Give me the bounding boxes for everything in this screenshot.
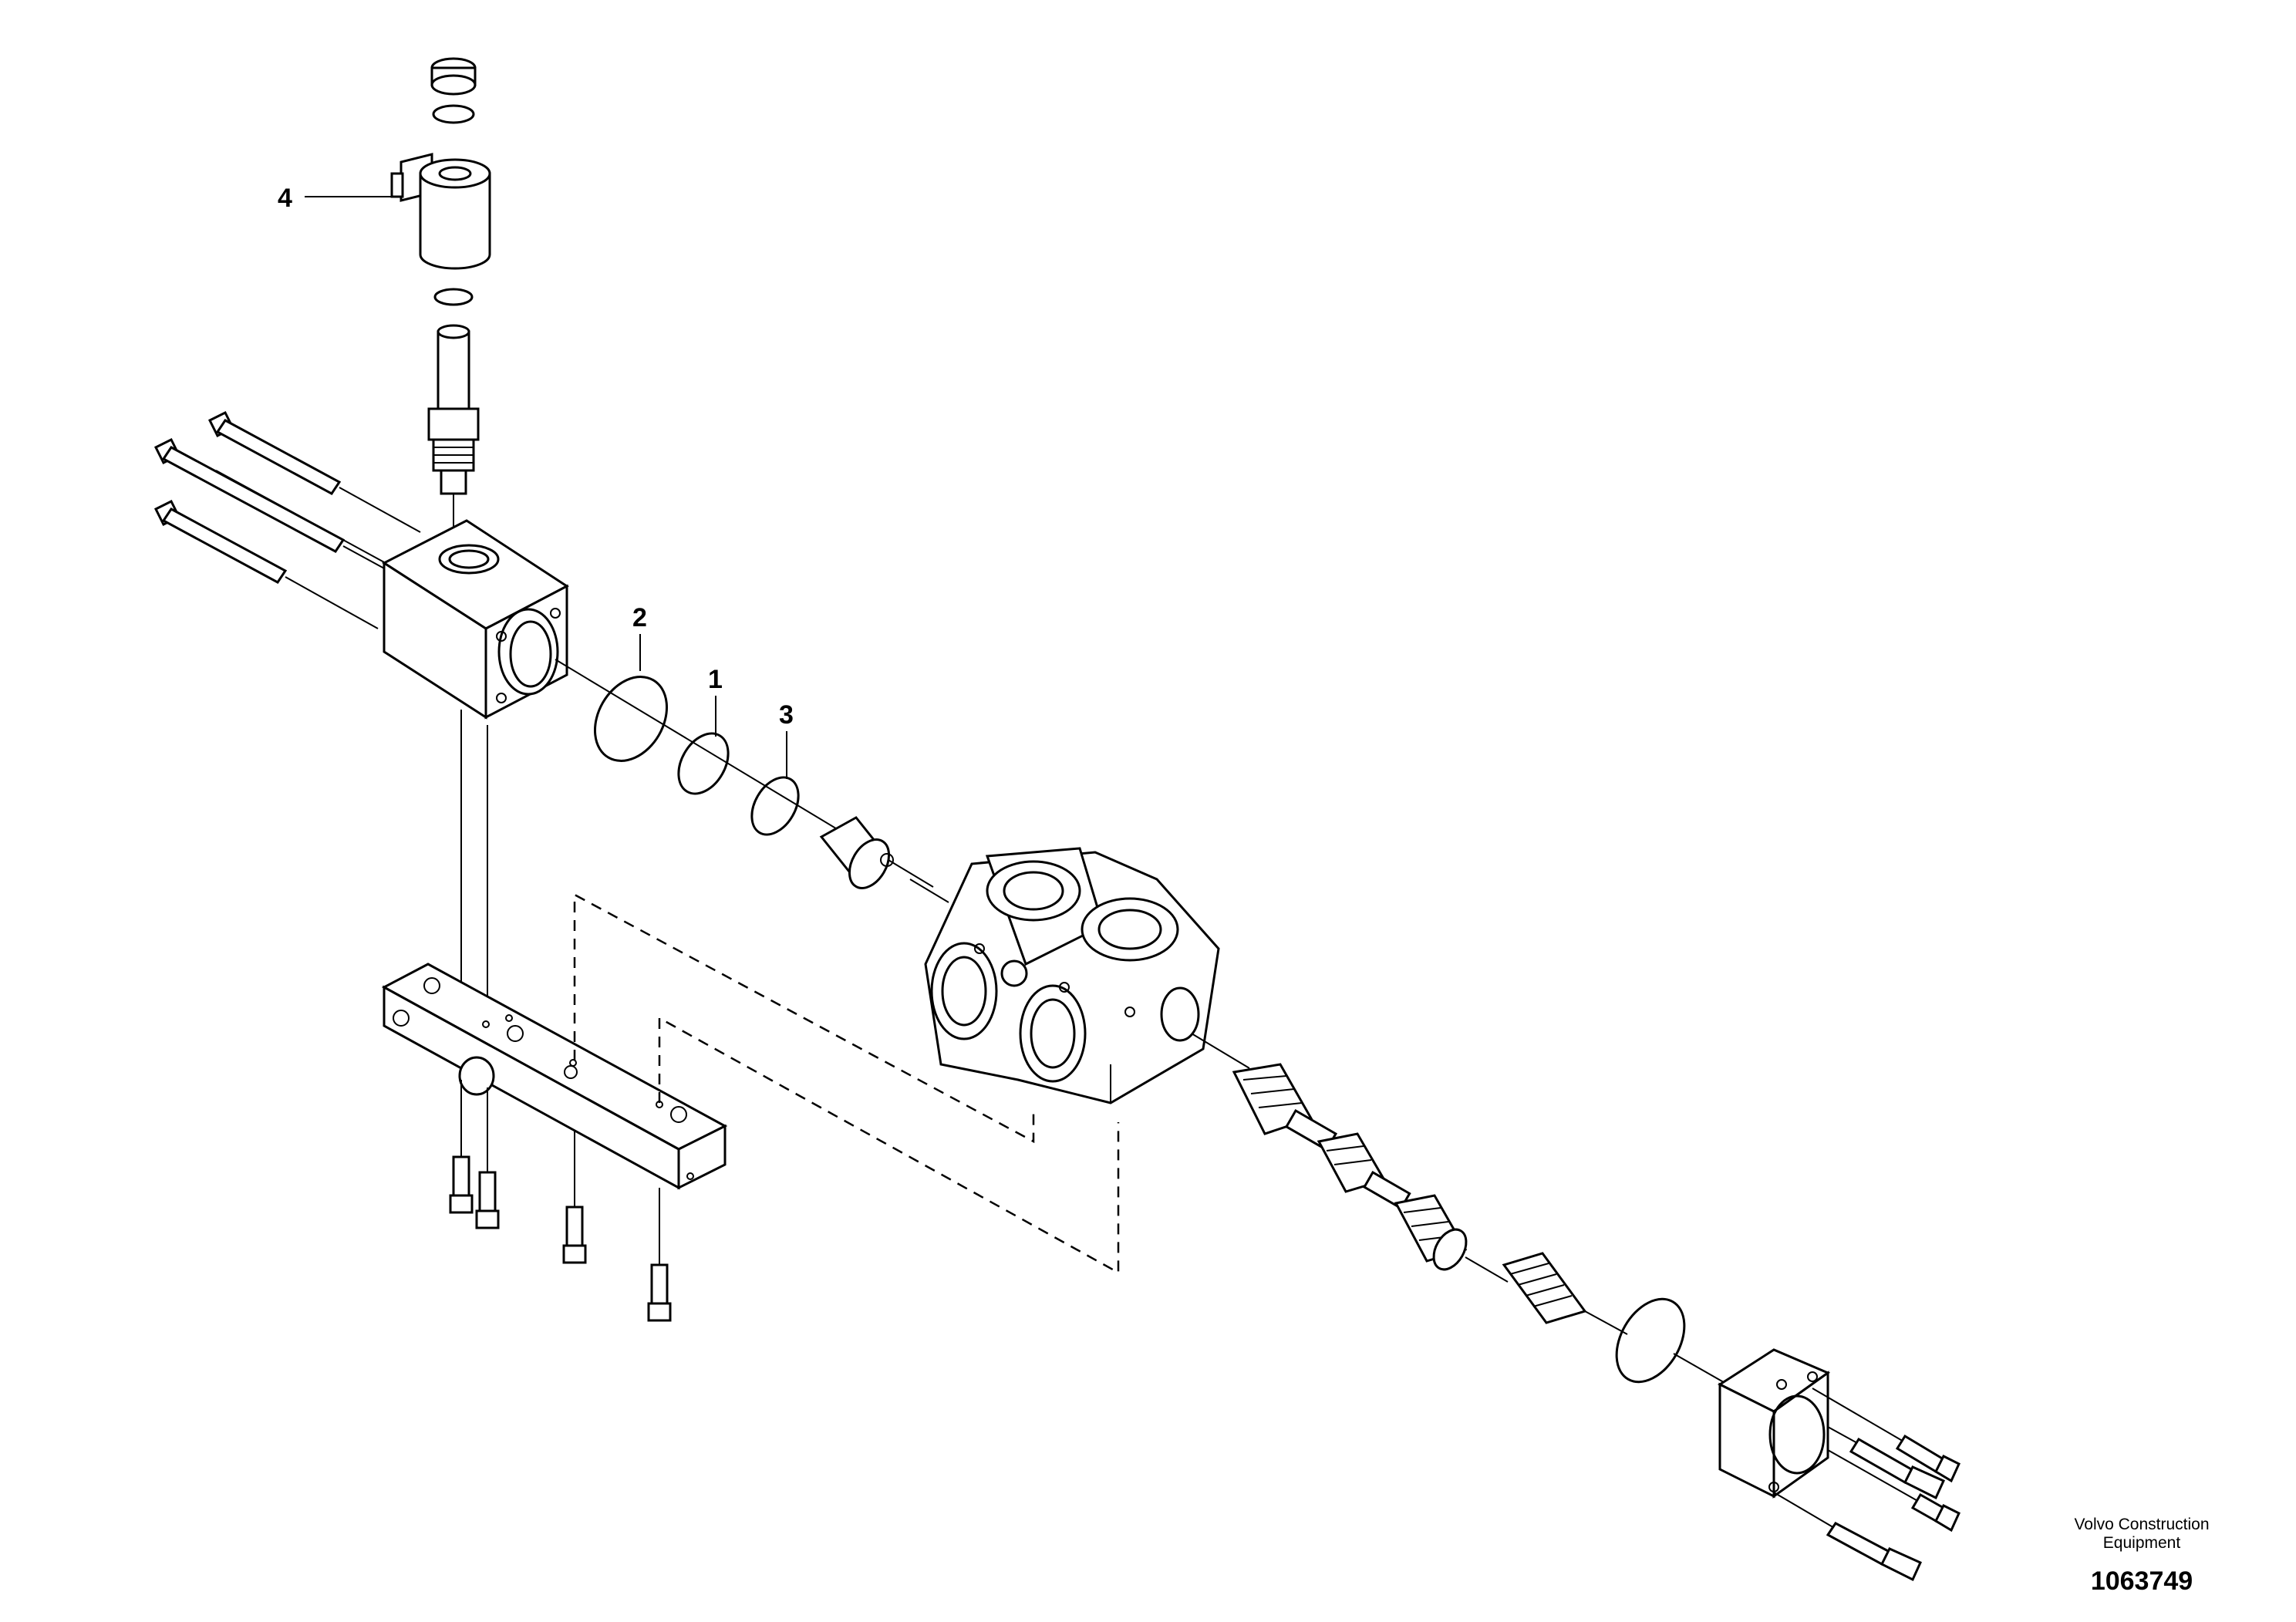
spool	[1232, 1063, 1468, 1271]
solenoid-housing-block	[382, 519, 569, 720]
end-cap-bolt	[1827, 1449, 1961, 1533]
o-ring-lower	[433, 288, 474, 306]
assembly-line-dashed	[658, 1016, 1120, 1275]
assembly-line-dashed	[573, 892, 1035, 1144]
end-cap	[1717, 1348, 1831, 1499]
o-ring-right	[1615, 1297, 1686, 1384]
long-bolt	[153, 437, 386, 570]
callout-label-4: 4	[278, 184, 292, 213]
solenoid-coil	[390, 153, 491, 270]
o-ring-2	[593, 676, 669, 762]
company-name-line1: Volvo Construction	[2074, 1516, 2210, 1533]
plug	[819, 816, 894, 889]
knurled-nut	[430, 57, 477, 96]
callout-label-2: 2	[632, 603, 647, 632]
long-bolt	[153, 499, 379, 629]
spring	[1502, 1252, 1587, 1324]
solenoid-assembly	[390, 57, 491, 540]
mounting-rail	[381, 963, 728, 1190]
end-cap-bolt	[1827, 1426, 1945, 1500]
o-ring-1	[677, 732, 730, 795]
end-cap-bolt	[1812, 1388, 1961, 1483]
callout-label-1: 1	[708, 665, 723, 694]
publisher-block: Volvo Construction Equipment 1063749	[2041, 1516, 2242, 1597]
end-cap-bolts	[1773, 1388, 1961, 1582]
short-bolt	[647, 1188, 672, 1322]
o-ring-upper	[432, 104, 475, 124]
end-cap-bolt	[1773, 1492, 1922, 1582]
short-bolts	[449, 1080, 672, 1322]
short-bolt	[449, 1080, 474, 1214]
long-bolts	[153, 410, 421, 629]
o-ring-3	[750, 776, 800, 836]
callout-label-3: 3	[779, 700, 794, 730]
company-name-line2: Equipment	[2102, 1534, 2181, 1552]
valve-body	[924, 847, 1220, 1104]
short-bolt	[475, 1088, 500, 1229]
valve-stem	[427, 324, 480, 495]
long-bolt	[207, 410, 421, 533]
short-bolt	[562, 1130, 587, 1264]
drawing-number: 1063749	[2090, 1566, 2193, 1596]
